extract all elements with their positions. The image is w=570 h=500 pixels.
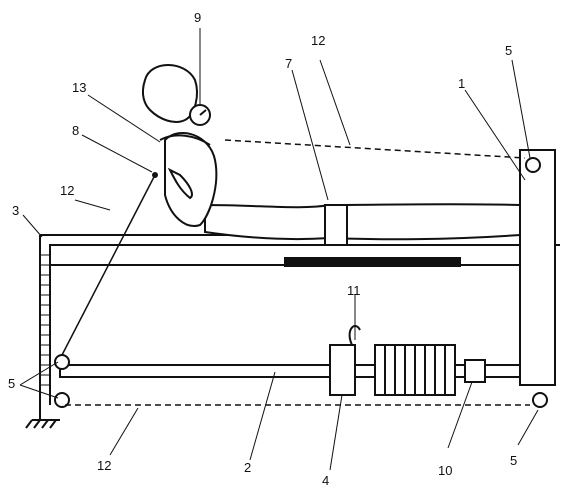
person-figure: [141, 64, 521, 241]
part-labels: 1 2 3 4 5 5 5 7 8 9 10 11 12 12 12 13: [8, 10, 517, 488]
label-5-right-top: 5: [505, 43, 512, 58]
label-10: 10: [438, 463, 452, 478]
label-13: 13: [72, 80, 86, 95]
label-8: 8: [72, 123, 79, 138]
cable-solid: [61, 174, 156, 356]
label-2: 2: [244, 460, 251, 475]
frame-rail: [49, 244, 551, 267]
label-9: 9: [194, 10, 201, 25]
label-1: 1: [458, 76, 465, 91]
label-4: 4: [322, 473, 329, 488]
pulley-left-bottom: [54, 392, 70, 408]
label-7: 7: [285, 56, 292, 71]
spring-connector: [464, 359, 486, 383]
waist-belt: [324, 204, 348, 246]
label-12-bottom: 12: [97, 458, 111, 473]
pulley-right-bottom: [532, 392, 548, 408]
handle: [348, 325, 361, 346]
label-11: 11: [347, 283, 361, 298]
pulley-right-top: [525, 157, 541, 173]
wall-hatching: [40, 254, 50, 386]
harness: [159, 134, 211, 146]
label-12-top: 12: [311, 33, 325, 48]
cables: [65, 139, 530, 406]
label-3: 3: [12, 203, 19, 218]
base-block: [519, 149, 556, 386]
label-5-right-bottom: 5: [510, 453, 517, 468]
leader-lines: [19, 28, 539, 471]
clip-point: [152, 172, 158, 178]
label-12-left: 12: [60, 183, 74, 198]
label-5-left: 5: [8, 376, 15, 391]
weight-stack: [329, 344, 456, 396]
gauge-dial: [189, 104, 211, 126]
